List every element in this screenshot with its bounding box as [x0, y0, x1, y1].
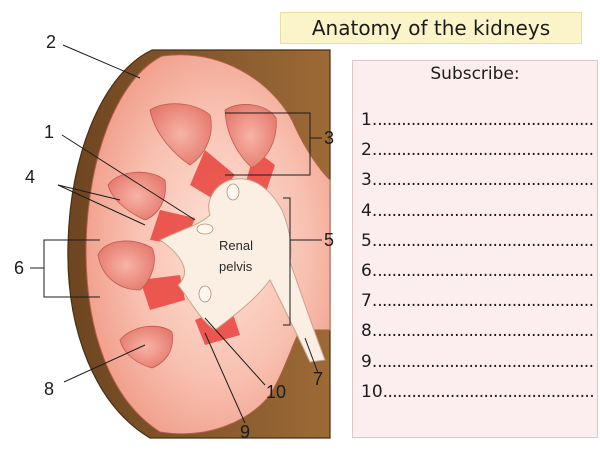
callout-7: 7: [313, 369, 323, 389]
callout-8: 8: [44, 379, 54, 399]
legend-number: 9.: [361, 351, 378, 372]
legend-number: 6.: [361, 261, 378, 282]
legend-blank: ........................................…: [377, 110, 595, 131]
legend-row-3: 3.......................................…: [361, 165, 595, 195]
page-title: Anatomy of the kidneys: [311, 16, 551, 40]
legend-number: 5.: [361, 230, 378, 251]
legend-number: 8.: [361, 321, 378, 342]
legend-row-4: 4.......................................…: [361, 196, 595, 226]
legend-row-1: 1.......................................…: [361, 105, 595, 135]
legend-row-6: 6.......................................…: [361, 256, 595, 286]
callout-5: 5: [324, 230, 334, 250]
legend-blank: ........................................…: [382, 381, 595, 402]
minor-calyx: [196, 223, 214, 235]
legend-row-2: 2.......................................…: [361, 135, 595, 165]
callout-2: 2: [46, 32, 56, 52]
callout-1: 1: [44, 122, 54, 142]
callout-3: 3: [324, 128, 334, 148]
legend-row-5: 5.......................................…: [361, 226, 595, 256]
legend-number: 3.: [361, 170, 378, 191]
legend-blank: ........................................…: [377, 291, 595, 312]
pelvis-label-line2: pelvis: [219, 259, 253, 274]
legend-blank: ........................................…: [377, 200, 595, 221]
legend-list: 1.......................................…: [361, 105, 595, 407]
legend-blank: ........................................…: [377, 170, 595, 191]
legend-blank: ........................................…: [377, 230, 595, 251]
callout-6: 6: [14, 258, 24, 278]
legend-row-10: 10......................................…: [361, 377, 595, 407]
leader-lines: [30, 44, 322, 424]
legend-row-7: 7.......................................…: [361, 286, 595, 316]
legend-blank: ........................................…: [377, 140, 595, 161]
pelvis-label-line1: Renal: [219, 238, 253, 253]
legend-number: 4.: [361, 200, 378, 221]
callout-4: 4: [25, 167, 35, 187]
legend-heading: Subscribe:: [430, 64, 520, 84]
title-banner: Anatomy of the kidneys: [280, 12, 582, 44]
callout-10: 10: [266, 382, 286, 402]
minor-calyx: [198, 285, 212, 303]
legend-row-8: 8.......................................…: [361, 316, 595, 346]
legend-blank: ........................................…: [377, 321, 595, 342]
legend-panel: Subscribe: 1............................…: [352, 60, 598, 438]
legend-number: 1.: [361, 110, 378, 131]
renal-pyramids: [97, 103, 277, 369]
legend-blank: ........................................…: [377, 351, 595, 372]
legend-row-9: 9.......................................…: [361, 347, 595, 377]
legend-blank: ........................................…: [377, 261, 595, 282]
callout-9: 9: [240, 422, 250, 442]
legend-number: 7.: [361, 291, 378, 312]
legend-number: 10: [361, 381, 383, 402]
legend-number: 2.: [361, 140, 378, 161]
minor-calyx: [226, 183, 240, 201]
